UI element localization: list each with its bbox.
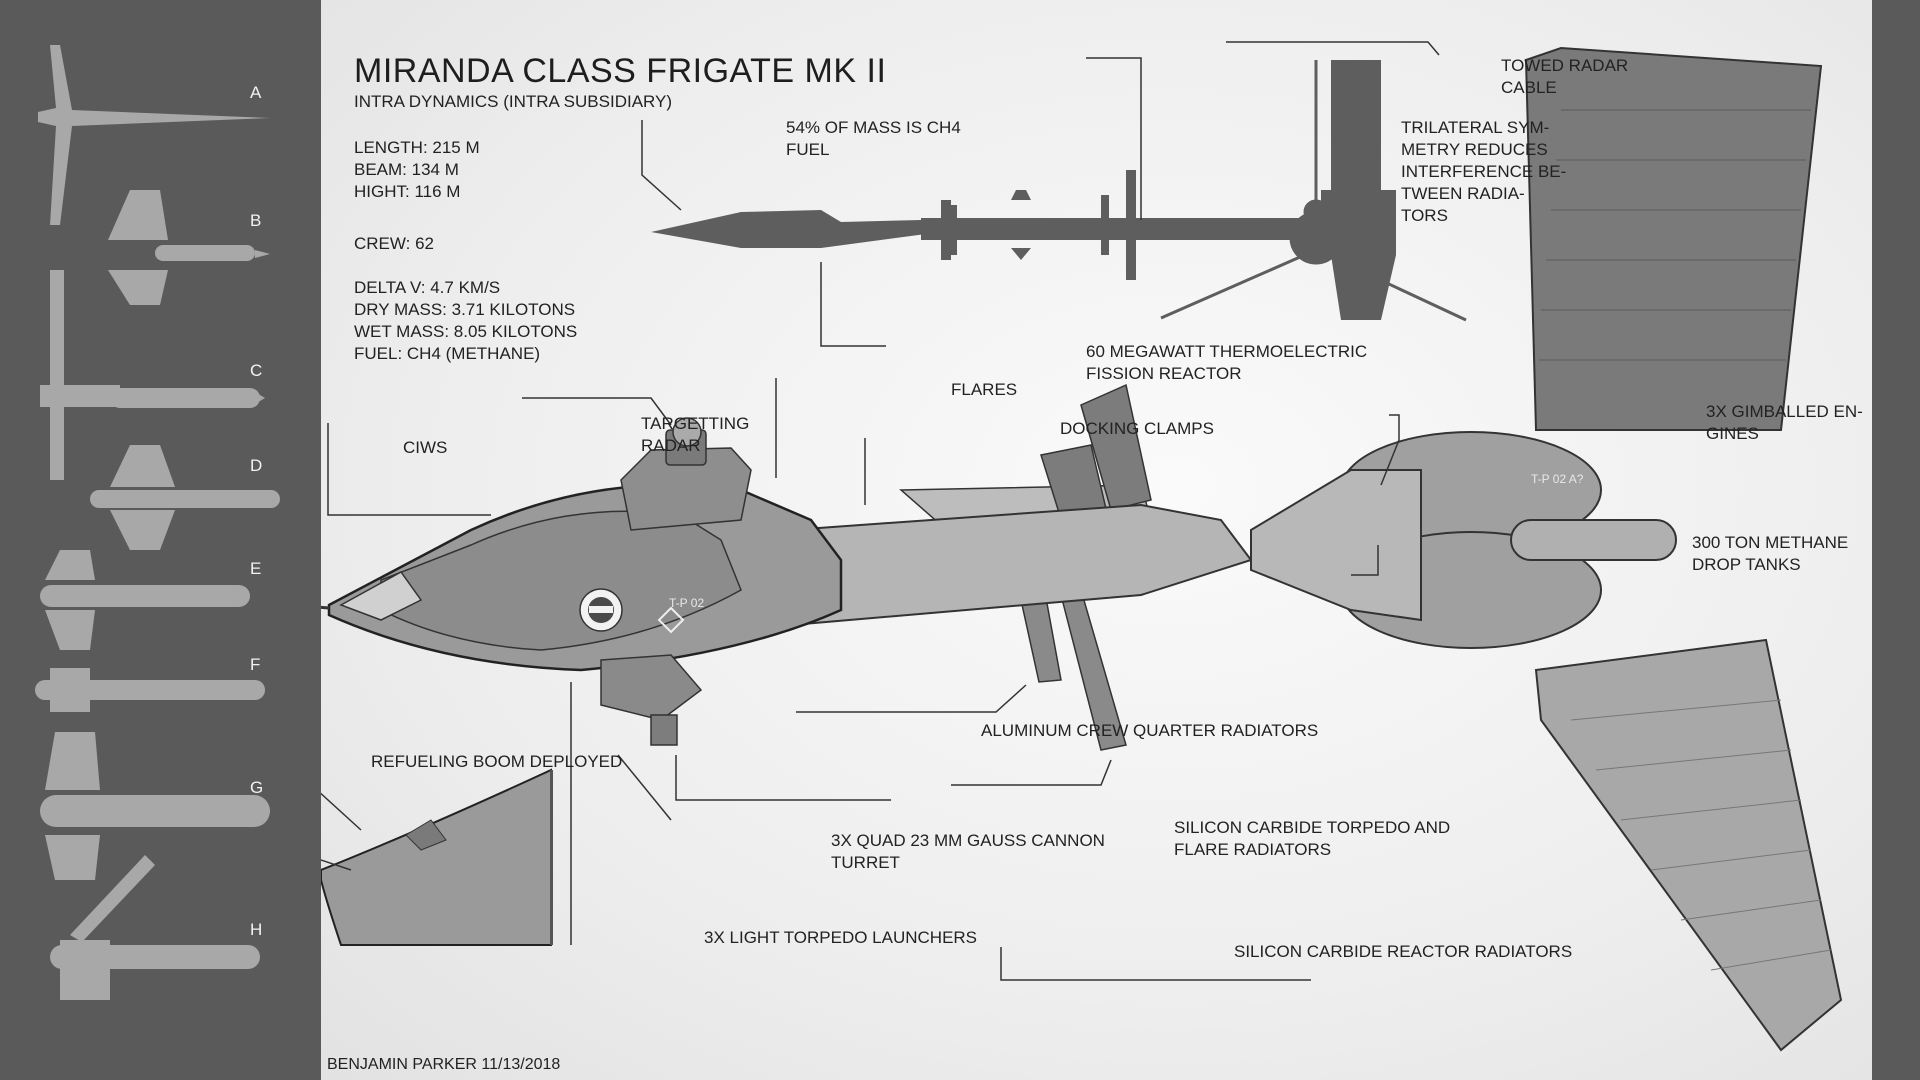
spec-dry-mass: DRY MASS: 3.71 KILOTONS xyxy=(354,300,576,319)
callout-targetting-radar: TARGETTING RADAR xyxy=(641,414,750,455)
callout-drop-tanks: 300 TON METHANE DROP TANKS xyxy=(1692,533,1849,574)
right-border xyxy=(1872,0,1920,1080)
manufacturer-subtitle: INTRA DYNAMICS (INTRA SUBSIDIARY) xyxy=(354,92,673,111)
variant-a-silhouette xyxy=(38,45,270,225)
variant-label-a: A xyxy=(250,83,262,102)
variant-label-g: G xyxy=(250,778,264,797)
variant-f-silhouette xyxy=(35,668,265,712)
variant-d-silhouette xyxy=(90,445,280,550)
variant-g-silhouette xyxy=(40,732,270,880)
ship-main-body xyxy=(321,46,1843,1052)
callout-towed-radar: TOWED RADAR CABLE xyxy=(1501,56,1629,97)
spec-length: LENGTH: 215 M xyxy=(354,138,480,157)
spec-fuel: FUEL: CH4 (METHANE) xyxy=(354,344,541,363)
callout-gauss-turret: 3X QUAD 23 MM GAUSS CANNON TURRET xyxy=(831,831,1105,872)
variant-silhouettes xyxy=(35,45,280,1000)
variant-h-silhouette xyxy=(50,855,260,1000)
callout-docking-clamps: DOCKING CLAMPS xyxy=(1060,419,1214,438)
variant-sidebar: A B C D E F G H xyxy=(0,0,321,1080)
spec-delta-v: DELTA V: 4.7 KM/S xyxy=(354,278,501,297)
spec-beam: BEAM: 134 M xyxy=(354,160,459,179)
variant-b-silhouette xyxy=(108,190,270,305)
leader-lines xyxy=(321,41,1440,981)
callout-torpedo-launchers: 3X LIGHT TORPEDO LAUNCHERS xyxy=(704,928,978,947)
callout-trilateral: TRILATERAL SYM- METRY REDUCES INTERFEREN… xyxy=(1401,118,1567,225)
variant-c-silhouette xyxy=(40,270,265,480)
variant-label-h: H xyxy=(250,920,263,939)
callout-ciws: CIWS xyxy=(403,438,448,457)
callout-reactor-radiators: SILICON CARBIDE REACTOR RADIATORS xyxy=(1234,942,1573,961)
spec-height: HIGHT: 116 M xyxy=(354,182,461,201)
variant-e-silhouette xyxy=(40,550,250,650)
hull-marking-rear: T-P 02 A? xyxy=(1531,472,1584,486)
refueling-inset xyxy=(321,768,553,946)
variant-label-e: E xyxy=(250,559,262,578)
variant-label-c: C xyxy=(250,361,263,380)
spec-wet-mass: WET MASS: 8.05 KILOTONS xyxy=(354,322,578,341)
spec-crew: CREW: 62 xyxy=(354,234,434,253)
callout-torpedo-radiators: SILICON CARBIDE TORPEDO AND FLARE RADIAT… xyxy=(1174,818,1451,859)
callout-flares: FLARES xyxy=(951,380,1018,399)
side-profile-silhouette xyxy=(651,60,1396,320)
callout-refueling-boom: REFUELING BOOM DEPLOYED xyxy=(371,752,623,771)
callout-gimballed-engines: 3X GIMBALLED EN- GINES xyxy=(1706,402,1863,443)
artist-credit: BENJAMIN PARKER 11/13/2018 xyxy=(327,1056,561,1073)
callout-reactor: 60 MEGAWATT THERMOELECTRIC FISSION REACT… xyxy=(1086,342,1368,383)
front-view-silhouette xyxy=(1160,60,1467,322)
variant-label-d: D xyxy=(250,456,263,475)
variant-label-f: F xyxy=(250,655,261,674)
blueprint-drawings xyxy=(321,41,1843,1052)
callout-crew-radiators: ALUMINUM CREW QUARTER RADIATORS xyxy=(981,721,1319,740)
hull-marking-front: T-P 02 xyxy=(669,596,705,610)
callout-ch4-fuel: 54% OF MASS IS CH4 FUEL xyxy=(786,118,961,159)
variant-label-b: B xyxy=(250,211,262,230)
page-title: MIRANDA CLASS FRIGATE MK II xyxy=(354,52,887,90)
blueprint-sheet: MIRANDA CLASS FRIGATE MK II INTRA DYNAMI… xyxy=(321,0,1872,1080)
